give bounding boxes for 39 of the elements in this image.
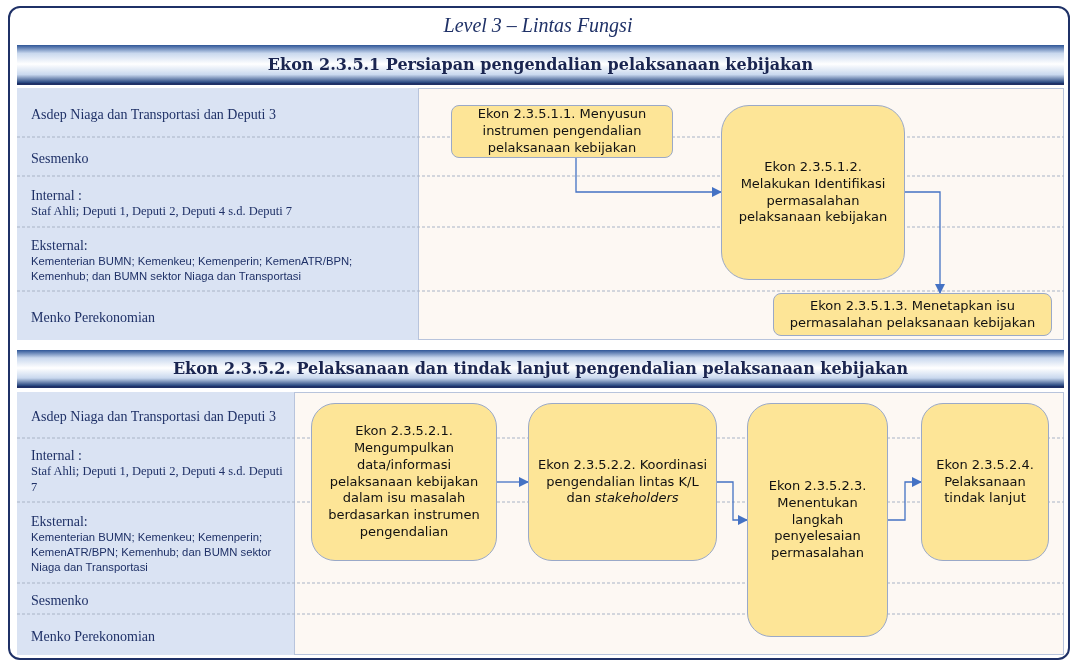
process-box: Ekon 2.3.5.2.4. Pelaksanaan tindak lanjut	[921, 403, 1049, 561]
process-box: Ekon 2.3.5.1.1. Menyusun instrumen pengendalian pelaksanaan kebijakan	[451, 105, 673, 158]
swimlane-label-cell	[17, 176, 418, 227]
lane-members: Kementerian BUMN; Kemenkeu; Kemenperin; KemenATR/BPN; Kemenhub; dan BUMN sektor Niaga dan Transportasi	[31, 529, 273, 576]
process-box: Ekon 2.3.5.2.3. Menentukan langkah penyelesaian permasalahan	[747, 403, 888, 637]
swimlane-label-cell	[17, 392, 294, 438]
arrow	[496, 476, 530, 488]
lane-heading: Asdep Niaga dan Transportasi dan Deputi 3	[31, 106, 277, 123]
arrow	[887, 476, 923, 521]
lane-heading: Internal :	[31, 448, 83, 465]
section-header-band: Ekon 2.3.5.1 Persiapan pengendalian pelaksanaan kebijakan	[17, 45, 1064, 85]
swimlane-label-cell	[17, 614, 294, 655]
lane-heading: Asdep Niaga dan Transportasi dan Deputi 3	[31, 409, 277, 425]
lane-heading: Eksternal:	[31, 513, 89, 530]
lane-members: Kementerian BUMN; Kemenkeu; Kemenperin; KemenATR/BPN; Kemenhub; dan BUMN sektor Niaga dan Transportasi	[31, 253, 354, 284]
lane-members: Staf Ahli; Deputi 1, Deputi 2, Deputi 4 s.d. Deputi 7	[31, 464, 284, 496]
diagram-title: Level 3 – Lintas Fungsi	[442, 14, 634, 37]
section-header-band: Ekon 2.3.5.2. Pelaksanaan dan tindak lanjut pengendalian pelaksanaan kebijakan	[17, 350, 1064, 388]
lane-heading: Eksternal:	[31, 237, 89, 254]
lane-members: Staf Ahli; Deputi 1, Deputi 2, Deputi 4 s.d. Deputi 7	[31, 203, 294, 220]
lane-heading: Sesmenko	[31, 592, 90, 609]
swimlane-label-cell	[17, 291, 418, 340]
arrow	[575, 157, 723, 198]
process-box: Ekon 2.3.5.1.3. Menetapkan isu permasalahan pelaksanaan kebijakan	[773, 293, 1052, 336]
swimlane-label-cell	[17, 137, 418, 176]
swimlane-label-cell	[17, 227, 418, 291]
swimlane-label-cell	[17, 438, 294, 502]
lane-heading: Menko Perekonomian	[31, 628, 157, 645]
arrow	[716, 481, 749, 526]
lane-heading: Internal :	[31, 187, 83, 204]
lane-heading: Sesmenko	[31, 150, 90, 167]
swimlane-label-cell	[17, 502, 294, 583]
process-box: Ekon 2.3.5.2.1. Mengumpulkan data/informasi pelaksanaan kebijakan dalam isu masalah berdasarkan instrumen pengendalian	[311, 403, 497, 561]
swimlane-label-cell	[17, 88, 418, 137]
process-box: Ekon 2.3.5.2.2. Koordinasi pengendalian lintas K/L dan stakeholders	[528, 403, 717, 561]
lane-heading: Menko Perekonomian	[31, 309, 157, 326]
arrow	[904, 191, 946, 295]
process-box: Ekon 2.3.5.1.2. Melakukan Identifikasi permasalahan pelaksanaan kebijakan	[721, 105, 905, 280]
swimlane-label-cell	[17, 583, 294, 614]
